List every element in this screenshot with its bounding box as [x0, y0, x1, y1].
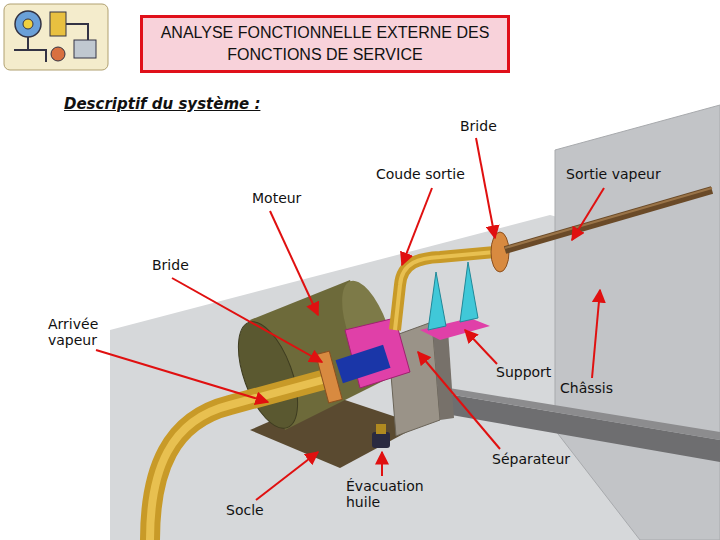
wall — [555, 105, 720, 540]
inlet-pipe-shine — [150, 378, 330, 540]
oil-drain-valve — [376, 424, 386, 434]
part-label: Séparateur — [492, 451, 570, 467]
title-heading: ANALYSE FONCTIONNELLE EXTERNE DES FONCTI… — [140, 15, 510, 73]
part-label: Socle — [226, 502, 264, 518]
inlet-pipe — [150, 378, 330, 540]
logo — [4, 4, 108, 70]
steam-outlet-rod — [505, 190, 712, 250]
leader-lines — [96, 138, 604, 500]
part-label: Bride — [460, 118, 497, 134]
inlet-flange — [316, 351, 342, 403]
outlet-pipe — [395, 252, 495, 330]
pipe-bracket — [428, 272, 446, 330]
part-label: Bride — [152, 257, 189, 273]
part-label: Sortie vapeur — [566, 166, 661, 182]
part-label: Évacuation huile — [346, 478, 438, 510]
part-label: Châssis — [560, 380, 613, 396]
part-label: Arrivée vapeur — [48, 316, 120, 348]
outlet-pipe-shine — [395, 252, 495, 330]
section-heading: Descriptif du système : — [64, 96, 260, 113]
oil-drain — [372, 432, 390, 448]
part-label: Coude sortie — [376, 166, 465, 182]
part-label: Support — [496, 364, 551, 380]
pipe-bracket — [460, 262, 478, 322]
motor — [226, 274, 404, 436]
part-label: Moteur — [252, 190, 301, 206]
steam-outlet-rod-shine — [505, 188, 712, 248]
separator-cylinder — [336, 345, 391, 383]
